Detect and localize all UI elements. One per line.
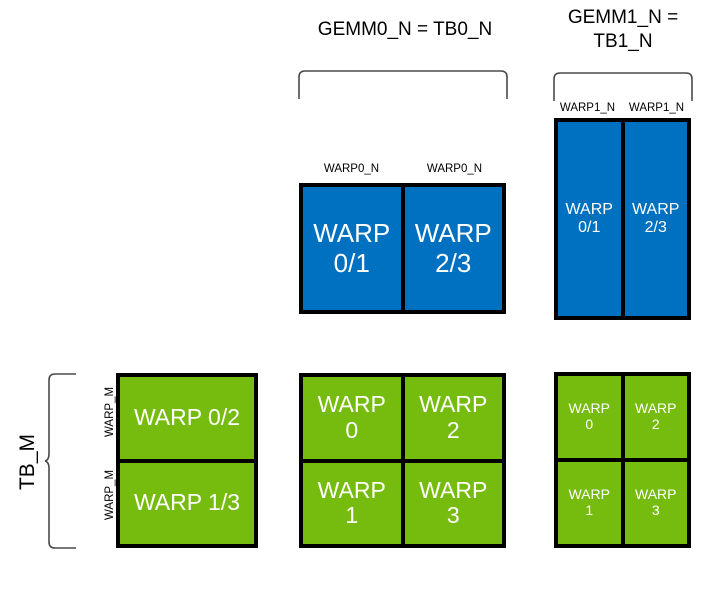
gemm0-title: GEMM0_N = TB0_N <box>317 19 493 40</box>
cell-divider <box>400 377 405 459</box>
right-green-cell-0-0: WARP 0 <box>558 376 621 458</box>
cell-divider <box>620 376 625 458</box>
left-green-cell-0: WARP 0/2 <box>120 377 254 459</box>
gemm1-blue-cell-1: WARP 2/3 <box>624 122 687 316</box>
left-green-cell-1: WARP 1/3 <box>120 462 254 544</box>
middle-green-cell-1-1: WARP 3 <box>404 462 502 544</box>
warp-m-label-bottom: WARP_M <box>104 469 116 521</box>
gemm1-blue-block: WARP 0/1 WARP 2/3 <box>554 118 691 320</box>
gemm1-span-bracket <box>553 72 693 101</box>
gemm0-blue-cell-0: WARP 0/1 <box>303 187 401 310</box>
warp-m-label-top: WARP_M <box>104 386 116 438</box>
middle-green-row-0: WARP 0 WARP 2 <box>303 377 502 459</box>
warp1-n-label-left: WARP1_N <box>559 102 616 114</box>
warp0-n-label-right: WARP0_N <box>426 163 483 175</box>
gemm1-blue-cell-0: WARP 0/1 <box>558 122 621 316</box>
middle-green-block: WARP 0 WARP 2 WARP 1 WARP 3 <box>299 373 506 548</box>
row-divider <box>558 458 687 462</box>
left-green-block: WARP 0/2 WARP 1/3 <box>116 373 258 548</box>
cell-divider <box>620 462 625 544</box>
tb-m-label: TB_M <box>16 434 39 491</box>
tb-m-bracket <box>44 373 76 549</box>
gemm0-blue-cell-1: WARP 2/3 <box>404 187 502 310</box>
middle-green-cell-0-0: WARP 0 <box>303 377 401 459</box>
right-green-block: WARP 0 WARP 2 WARP 1 WARP 3 <box>554 372 691 548</box>
middle-green-cell-0-1: WARP 2 <box>404 377 502 459</box>
gemm1-title: GEMM1_N = TB1_N <box>567 7 679 52</box>
cell-divider <box>120 458 254 463</box>
warp0-n-label-left: WARP0_N <box>323 163 380 175</box>
right-green-cell-0-1: WARP 2 <box>624 376 687 458</box>
middle-green-row-1: WARP 1 WARP 3 <box>303 462 502 544</box>
right-green-cell-1-1: WARP 3 <box>624 462 687 544</box>
right-green-row-1: WARP 1 WARP 3 <box>558 462 687 544</box>
warp1-n-label-right: WARP1_N <box>628 102 685 114</box>
cell-divider <box>400 462 405 544</box>
right-green-cell-1-0: WARP 1 <box>558 462 621 544</box>
gemm0-span-bracket <box>298 70 508 99</box>
cell-divider <box>620 122 625 316</box>
middle-green-cell-1-0: WARP 1 <box>303 462 401 544</box>
gemm0-blue-block: WARP 0/1 WARP 2/3 <box>299 183 506 314</box>
row-divider <box>303 458 502 463</box>
right-green-row-0: WARP 0 WARP 2 <box>558 376 687 458</box>
cell-divider <box>400 187 405 310</box>
